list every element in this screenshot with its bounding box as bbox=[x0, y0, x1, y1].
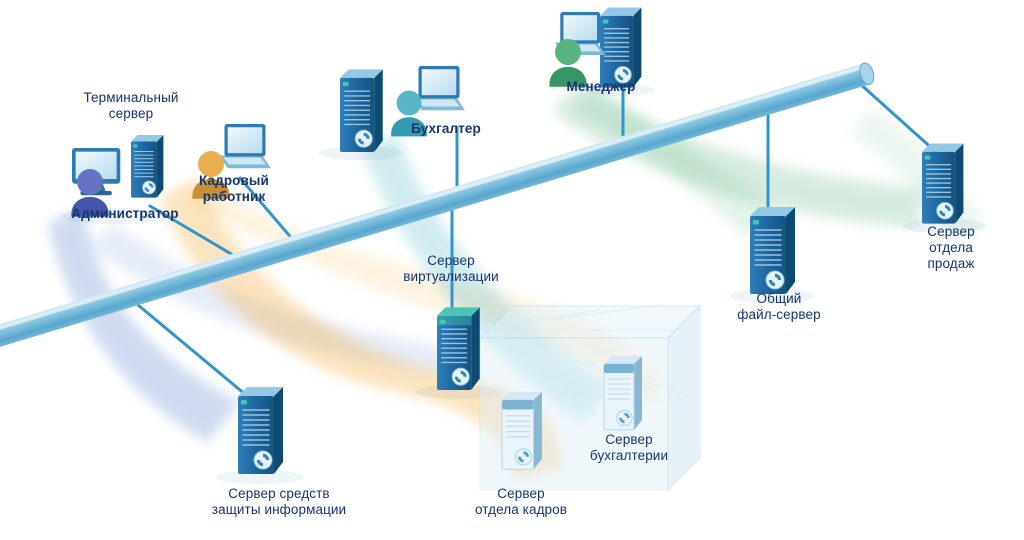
label-security-server: Сервер средств защиты информации bbox=[211, 486, 347, 518]
sales-server-icon bbox=[922, 144, 963, 224]
accountant-group bbox=[340, 66, 465, 152]
label-hr-server: Сервер отдела кадров bbox=[474, 486, 568, 518]
file-server-icon bbox=[750, 207, 795, 294]
label-manager: Менеджер bbox=[566, 79, 636, 94]
label-virtualization-server: Сервер виртуализации bbox=[403, 253, 499, 285]
shadows bbox=[60, 84, 986, 484]
label-terminal-server: Терминальный сервер bbox=[83, 90, 179, 122]
flow-blue-center bbox=[92, 222, 450, 376]
security-server-icon bbox=[238, 387, 283, 474]
flow-blue-security bbox=[48, 210, 240, 442]
manager-server-icon bbox=[600, 8, 641, 88]
network-backbone-icon bbox=[0, 62, 875, 350]
virtual-box-glass bbox=[480, 338, 668, 490]
label-sales-server: Сервер отдела продаж bbox=[927, 224, 975, 272]
label-hr-worker: Кадровый работник bbox=[199, 173, 269, 205]
terminal-server-group bbox=[71, 135, 163, 217]
label-file-server: Общий файл-сервер bbox=[737, 291, 821, 323]
virtualization-server-icon bbox=[437, 307, 480, 390]
projection-rays-icon bbox=[473, 304, 689, 461]
virtual-box-side bbox=[667, 304, 701, 492]
label-administrator: Администратор bbox=[71, 206, 179, 221]
label-accountant: Бухгалтер bbox=[411, 121, 481, 136]
manager-group bbox=[549, 8, 641, 88]
label-accounting-server: Сервер бухгалтерии bbox=[589, 432, 669, 464]
link-security-server bbox=[124, 293, 254, 402]
accountant-server-icon bbox=[340, 69, 383, 152]
flow-green-main bbox=[552, 82, 925, 228]
flow-yellow-main bbox=[160, 178, 562, 480]
terminal-server-icon bbox=[131, 135, 163, 198]
link-sales-server bbox=[856, 80, 938, 154]
hr-laptop-icon bbox=[219, 124, 271, 169]
